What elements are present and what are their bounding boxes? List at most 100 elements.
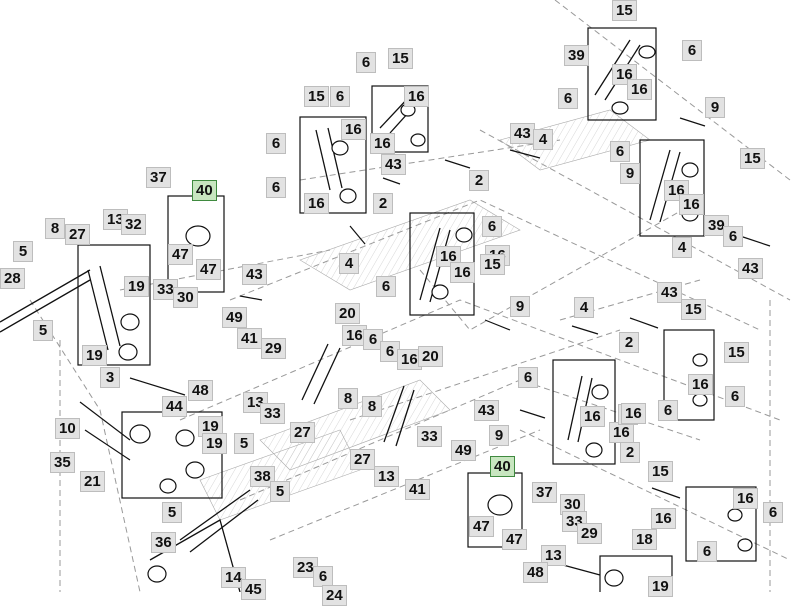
callout-part-6[interactable]: 6	[558, 88, 578, 109]
callout-part-5[interactable]: 5	[270, 481, 290, 502]
callout-part-6[interactable]: 6	[356, 52, 376, 73]
callout-part-9[interactable]: 9	[620, 163, 640, 184]
callout-part-33[interactable]: 33	[417, 426, 442, 447]
callout-part-13[interactable]: 13	[541, 545, 566, 566]
callout-part-6[interactable]: 6	[363, 329, 383, 350]
callout-part-16[interactable]: 16	[450, 262, 475, 283]
callout-part-19[interactable]: 19	[82, 345, 107, 366]
callout-part-45[interactable]: 45	[241, 579, 266, 600]
callout-part-15[interactable]: 15	[612, 0, 637, 21]
callout-part-5[interactable]: 5	[162, 502, 182, 523]
callout-part-8[interactable]: 8	[338, 388, 358, 409]
callout-part-20[interactable]: 20	[335, 303, 360, 324]
callout-part-16[interactable]: 16	[621, 403, 646, 424]
callout-part-44[interactable]: 44	[162, 396, 187, 417]
callout-part-2[interactable]: 2	[469, 170, 489, 191]
callout-part-37[interactable]: 37	[146, 167, 171, 188]
callout-part-4[interactable]: 4	[533, 129, 553, 150]
callout-part-5[interactable]: 5	[13, 241, 33, 262]
callout-part-6[interactable]: 6	[518, 367, 538, 388]
callout-part-15[interactable]: 15	[304, 86, 329, 107]
callout-part-6[interactable]: 6	[763, 502, 783, 523]
callout-part-8[interactable]: 8	[45, 218, 65, 239]
callout-part-15[interactable]: 15	[388, 48, 413, 69]
callout-part-47[interactable]: 47	[168, 244, 193, 265]
callout-part-41[interactable]: 41	[237, 328, 262, 349]
callout-part-40[interactable]: 40	[192, 180, 217, 201]
callout-part-16[interactable]: 16	[341, 119, 366, 140]
callout-part-40[interactable]: 40	[490, 456, 515, 477]
callout-part-47[interactable]: 47	[502, 529, 527, 550]
callout-part-33[interactable]: 33	[260, 403, 285, 424]
callout-part-39[interactable]: 39	[564, 45, 589, 66]
callout-part-6[interactable]: 6	[330, 86, 350, 107]
callout-part-5[interactable]: 5	[33, 320, 53, 341]
callout-part-2[interactable]: 2	[619, 332, 639, 353]
callout-part-3[interactable]: 3	[100, 367, 120, 388]
callout-part-19[interactable]: 19	[124, 276, 149, 297]
callout-part-27[interactable]: 27	[350, 449, 375, 470]
callout-part-32[interactable]: 32	[121, 214, 146, 235]
callout-part-15[interactable]: 15	[480, 254, 505, 275]
callout-part-36[interactable]: 36	[151, 532, 176, 553]
callout-part-5[interactable]: 5	[234, 433, 254, 454]
callout-part-27[interactable]: 27	[65, 224, 90, 245]
callout-part-4[interactable]: 4	[672, 237, 692, 258]
callout-part-16[interactable]: 16	[688, 374, 713, 395]
callout-part-28[interactable]: 28	[0, 268, 25, 289]
callout-part-29[interactable]: 29	[577, 523, 602, 544]
callout-part-19[interactable]: 19	[648, 576, 673, 597]
callout-part-6[interactable]: 6	[723, 226, 743, 247]
callout-part-2[interactable]: 2	[373, 193, 393, 214]
callout-part-37[interactable]: 37	[532, 482, 557, 503]
callout-part-39[interactable]: 39	[704, 215, 729, 236]
callout-part-35[interactable]: 35	[50, 452, 75, 473]
callout-part-33[interactable]: 33	[153, 279, 178, 300]
callout-part-47[interactable]: 47	[196, 259, 221, 280]
callout-part-16[interactable]: 16	[627, 79, 652, 100]
callout-part-16[interactable]: 16	[404, 86, 429, 107]
callout-part-27[interactable]: 27	[290, 422, 315, 443]
callout-part-47[interactable]: 47	[469, 516, 494, 537]
callout-part-13[interactable]: 13	[374, 466, 399, 487]
callout-part-43[interactable]: 43	[474, 400, 499, 421]
callout-part-6[interactable]: 6	[266, 133, 286, 154]
callout-part-16[interactable]: 16	[679, 194, 704, 215]
callout-part-6[interactable]: 6	[482, 216, 502, 237]
callout-part-18[interactable]: 18	[632, 529, 657, 550]
callout-part-6[interactable]: 6	[266, 177, 286, 198]
callout-part-9[interactable]: 9	[705, 97, 725, 118]
callout-part-19[interactable]: 19	[202, 433, 227, 454]
callout-part-43[interactable]: 43	[242, 264, 267, 285]
callout-part-43[interactable]: 43	[738, 258, 763, 279]
callout-part-43[interactable]: 43	[510, 123, 535, 144]
callout-part-6[interactable]: 6	[725, 386, 745, 407]
callout-part-6[interactable]: 6	[313, 566, 333, 587]
callout-part-29[interactable]: 29	[261, 338, 286, 359]
callout-part-38[interactable]: 38	[250, 466, 275, 487]
callout-part-16[interactable]: 16	[436, 246, 461, 267]
callout-part-16[interactable]: 16	[651, 508, 676, 529]
callout-part-48[interactable]: 48	[523, 562, 548, 583]
callout-part-16[interactable]: 16	[580, 406, 605, 427]
callout-part-16[interactable]: 16	[370, 133, 395, 154]
callout-part-20[interactable]: 20	[418, 346, 443, 367]
callout-part-4[interactable]: 4	[574, 297, 594, 318]
callout-part-30[interactable]: 30	[173, 287, 198, 308]
callout-part-49[interactable]: 49	[451, 440, 476, 461]
callout-part-19[interactable]: 19	[198, 416, 223, 437]
callout-part-15[interactable]: 15	[724, 342, 749, 363]
callout-part-8[interactable]: 8	[362, 396, 382, 417]
callout-part-21[interactable]: 21	[80, 471, 105, 492]
callout-part-15[interactable]: 15	[740, 148, 765, 169]
callout-part-49[interactable]: 49	[222, 307, 247, 328]
callout-part-15[interactable]: 15	[681, 299, 706, 320]
callout-part-33[interactable]: 33	[562, 511, 587, 532]
callout-part-6[interactable]: 6	[697, 541, 717, 562]
callout-part-16[interactable]: 16	[733, 488, 758, 509]
callout-part-9[interactable]: 9	[510, 296, 530, 317]
callout-part-48[interactable]: 48	[188, 380, 213, 401]
callout-part-6[interactable]: 6	[682, 40, 702, 61]
callout-part-41[interactable]: 41	[405, 479, 430, 500]
callout-part-14[interactable]: 14	[221, 567, 246, 588]
